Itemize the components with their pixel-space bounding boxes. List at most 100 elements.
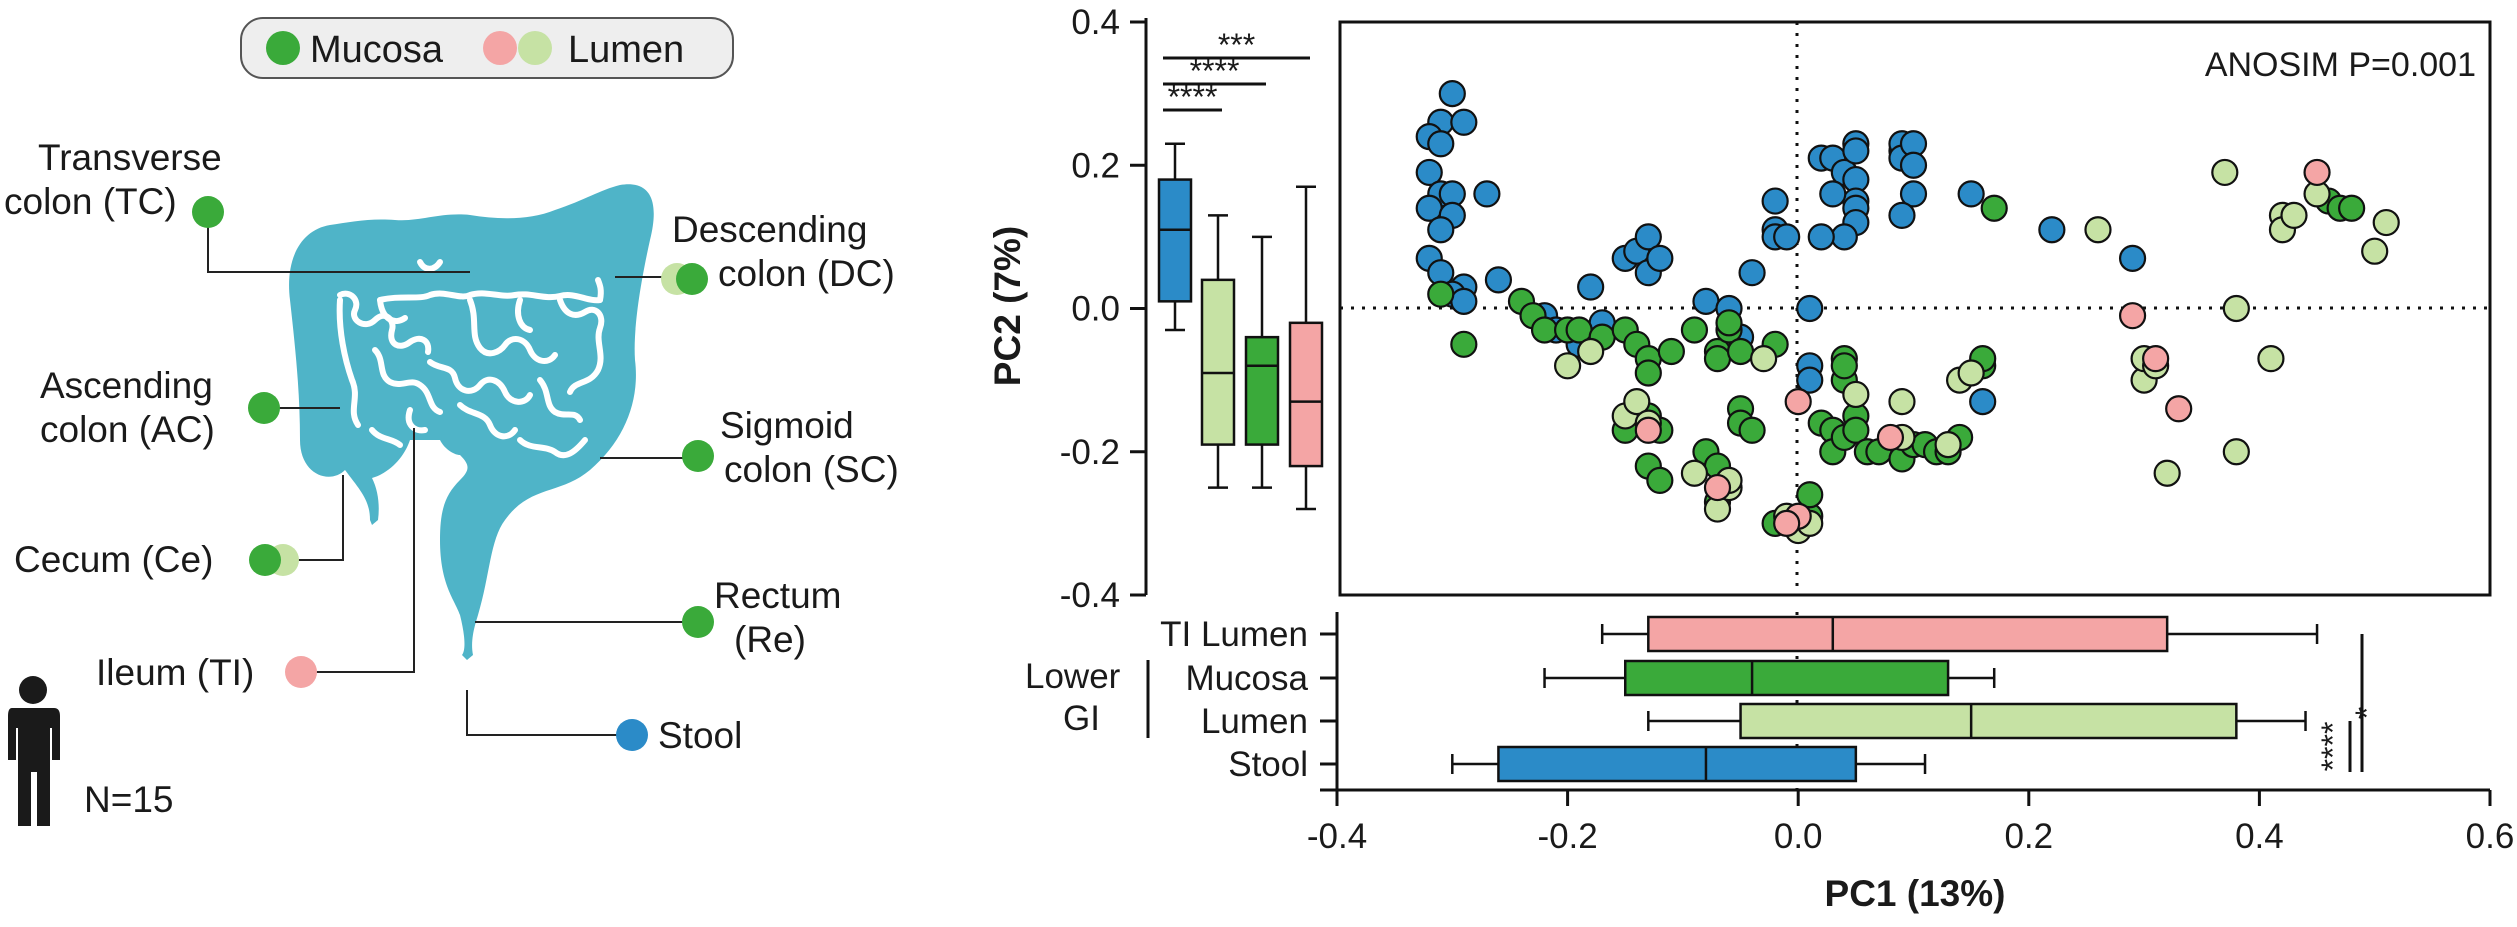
point-mucosa <box>1796 481 1824 509</box>
point-stool <box>1473 180 1501 208</box>
pc2-axis-label: PC2 (7%) <box>987 226 1028 386</box>
point-lumen <box>2372 208 2400 237</box>
pc1-category-label: Mucosa <box>1185 659 1308 698</box>
point-lumen <box>2211 158 2239 187</box>
point-mucosa <box>1830 352 1858 380</box>
anosim-annotation: ANOSIM P=0.001 <box>2205 46 2476 84</box>
pc1-boxplot-frame <box>1320 612 2490 792</box>
point-lumen <box>2222 294 2250 323</box>
leader-lines <box>207 212 690 736</box>
pc1-axis-label: PC1 (13%) <box>1825 873 2006 914</box>
legend-lumen-pink-marker <box>483 31 517 65</box>
point-lumen <box>1842 380 1870 409</box>
point-ti-lumen <box>1634 416 1662 444</box>
point-lumen <box>1957 359 1985 387</box>
point-lumen <box>1888 388 1916 416</box>
point-stool <box>2118 244 2147 272</box>
point-mucosa <box>1450 330 1478 358</box>
site-markers <box>192 196 714 751</box>
point-mucosa <box>1427 280 1455 308</box>
point-stool <box>1842 137 1870 165</box>
pc1-tick-label: -0.4 <box>1307 817 1367 856</box>
legend-mucosa-marker <box>266 31 300 65</box>
point-mucosa <box>1980 194 2008 222</box>
pc1-tick-label: -0.2 <box>1537 817 1597 856</box>
point-mucosa <box>1703 345 1732 373</box>
stool-marker <box>616 719 648 751</box>
point-stool <box>1738 259 1766 287</box>
pc1-boxplot <box>1451 615 2319 783</box>
point-ti-lumen <box>1784 388 1812 416</box>
point-stool <box>1807 223 1835 251</box>
point-lumen <box>1680 459 1709 487</box>
pc2-tick-label: -0.4 <box>1060 576 1120 615</box>
point-stool <box>1888 201 1916 229</box>
point-mucosa <box>1715 309 1743 337</box>
scatter-points <box>1415 80 2400 545</box>
point-stool <box>1438 80 1466 108</box>
point-mucosa <box>1726 337 1755 366</box>
ti-lumen-marker <box>285 656 317 688</box>
pcoa-panel: 0.4 0.2 0.0 -0.2 -0.4 PC2 (7%) *********** A… <box>987 3 2514 914</box>
pc2-boxplot <box>1157 142 1324 511</box>
stool-label: Stool <box>658 715 742 756</box>
point-stool <box>1634 223 1662 251</box>
intestine-illustration <box>289 184 654 660</box>
person-icon <box>8 676 60 826</box>
point-mucosa <box>1646 466 1674 494</box>
sample-size-label: N=15 <box>84 779 173 820</box>
point-stool <box>1819 180 1847 208</box>
point-lumen <box>2222 438 2250 466</box>
point-lumen <box>2153 459 2181 487</box>
legend-lumen-label: Lumen <box>568 29 684 71</box>
svg-text:Lower: Lower <box>1025 657 1121 696</box>
pc2-box-stool <box>1157 178 1193 303</box>
point-lumen <box>2361 237 2389 265</box>
point-stool <box>1899 180 1928 208</box>
pc1-significance-brackets: ***** <box>2315 634 2385 772</box>
pc2-tick-label: 0.4 <box>1071 3 1120 42</box>
lower-gi-group-label: Lower GI <box>1025 657 1150 738</box>
point-stool <box>1692 287 1720 315</box>
large-intestine-shape <box>289 184 654 660</box>
pc1-box-stool <box>1497 745 1858 783</box>
sample-type-legend: Mucosa Lumen <box>240 17 734 79</box>
point-stool <box>1415 158 1443 187</box>
point-stool <box>2038 216 2066 244</box>
pc1-box-mucosa <box>1624 659 1950 697</box>
point-ti-lumen <box>1876 423 1905 452</box>
pc2-tick-label: -0.2 <box>1060 433 1120 472</box>
point-stool <box>1450 108 1478 136</box>
re-label: Rectum(Re) <box>714 575 841 660</box>
point-lumen <box>1934 430 1962 459</box>
point-stool <box>1796 366 1824 394</box>
pc2-box-ti-lumen <box>1288 321 1324 468</box>
point-mucosa <box>1842 416 1870 444</box>
point-mucosa <box>1634 359 1662 387</box>
point-stool <box>1830 223 1858 251</box>
point-stool <box>1427 130 1455 158</box>
pc2-significance-brackets: *********** <box>1163 27 1310 115</box>
pc2-box-mucosa <box>1244 335 1280 446</box>
point-stool <box>1969 388 1997 416</box>
point-mucosa <box>1680 316 1709 344</box>
ti-label: Ileum (TI) <box>96 652 254 693</box>
point-ti-lumen <box>1703 473 1732 502</box>
pc2-tick-label: 0.2 <box>1071 146 1120 185</box>
pc2-tick-label: 0.0 <box>1071 290 1120 329</box>
point-stool <box>1761 187 1789 215</box>
point-stool <box>1646 244 1674 272</box>
pc1-category-label: Lumen <box>1201 702 1308 741</box>
point-lumen <box>2257 345 2285 373</box>
pc1-box-lumen <box>1739 702 2238 740</box>
pc1-tick-label: 0.6 <box>2466 817 2515 856</box>
small-intestine-coils <box>336 259 605 459</box>
point-lumen <box>1577 337 1605 366</box>
